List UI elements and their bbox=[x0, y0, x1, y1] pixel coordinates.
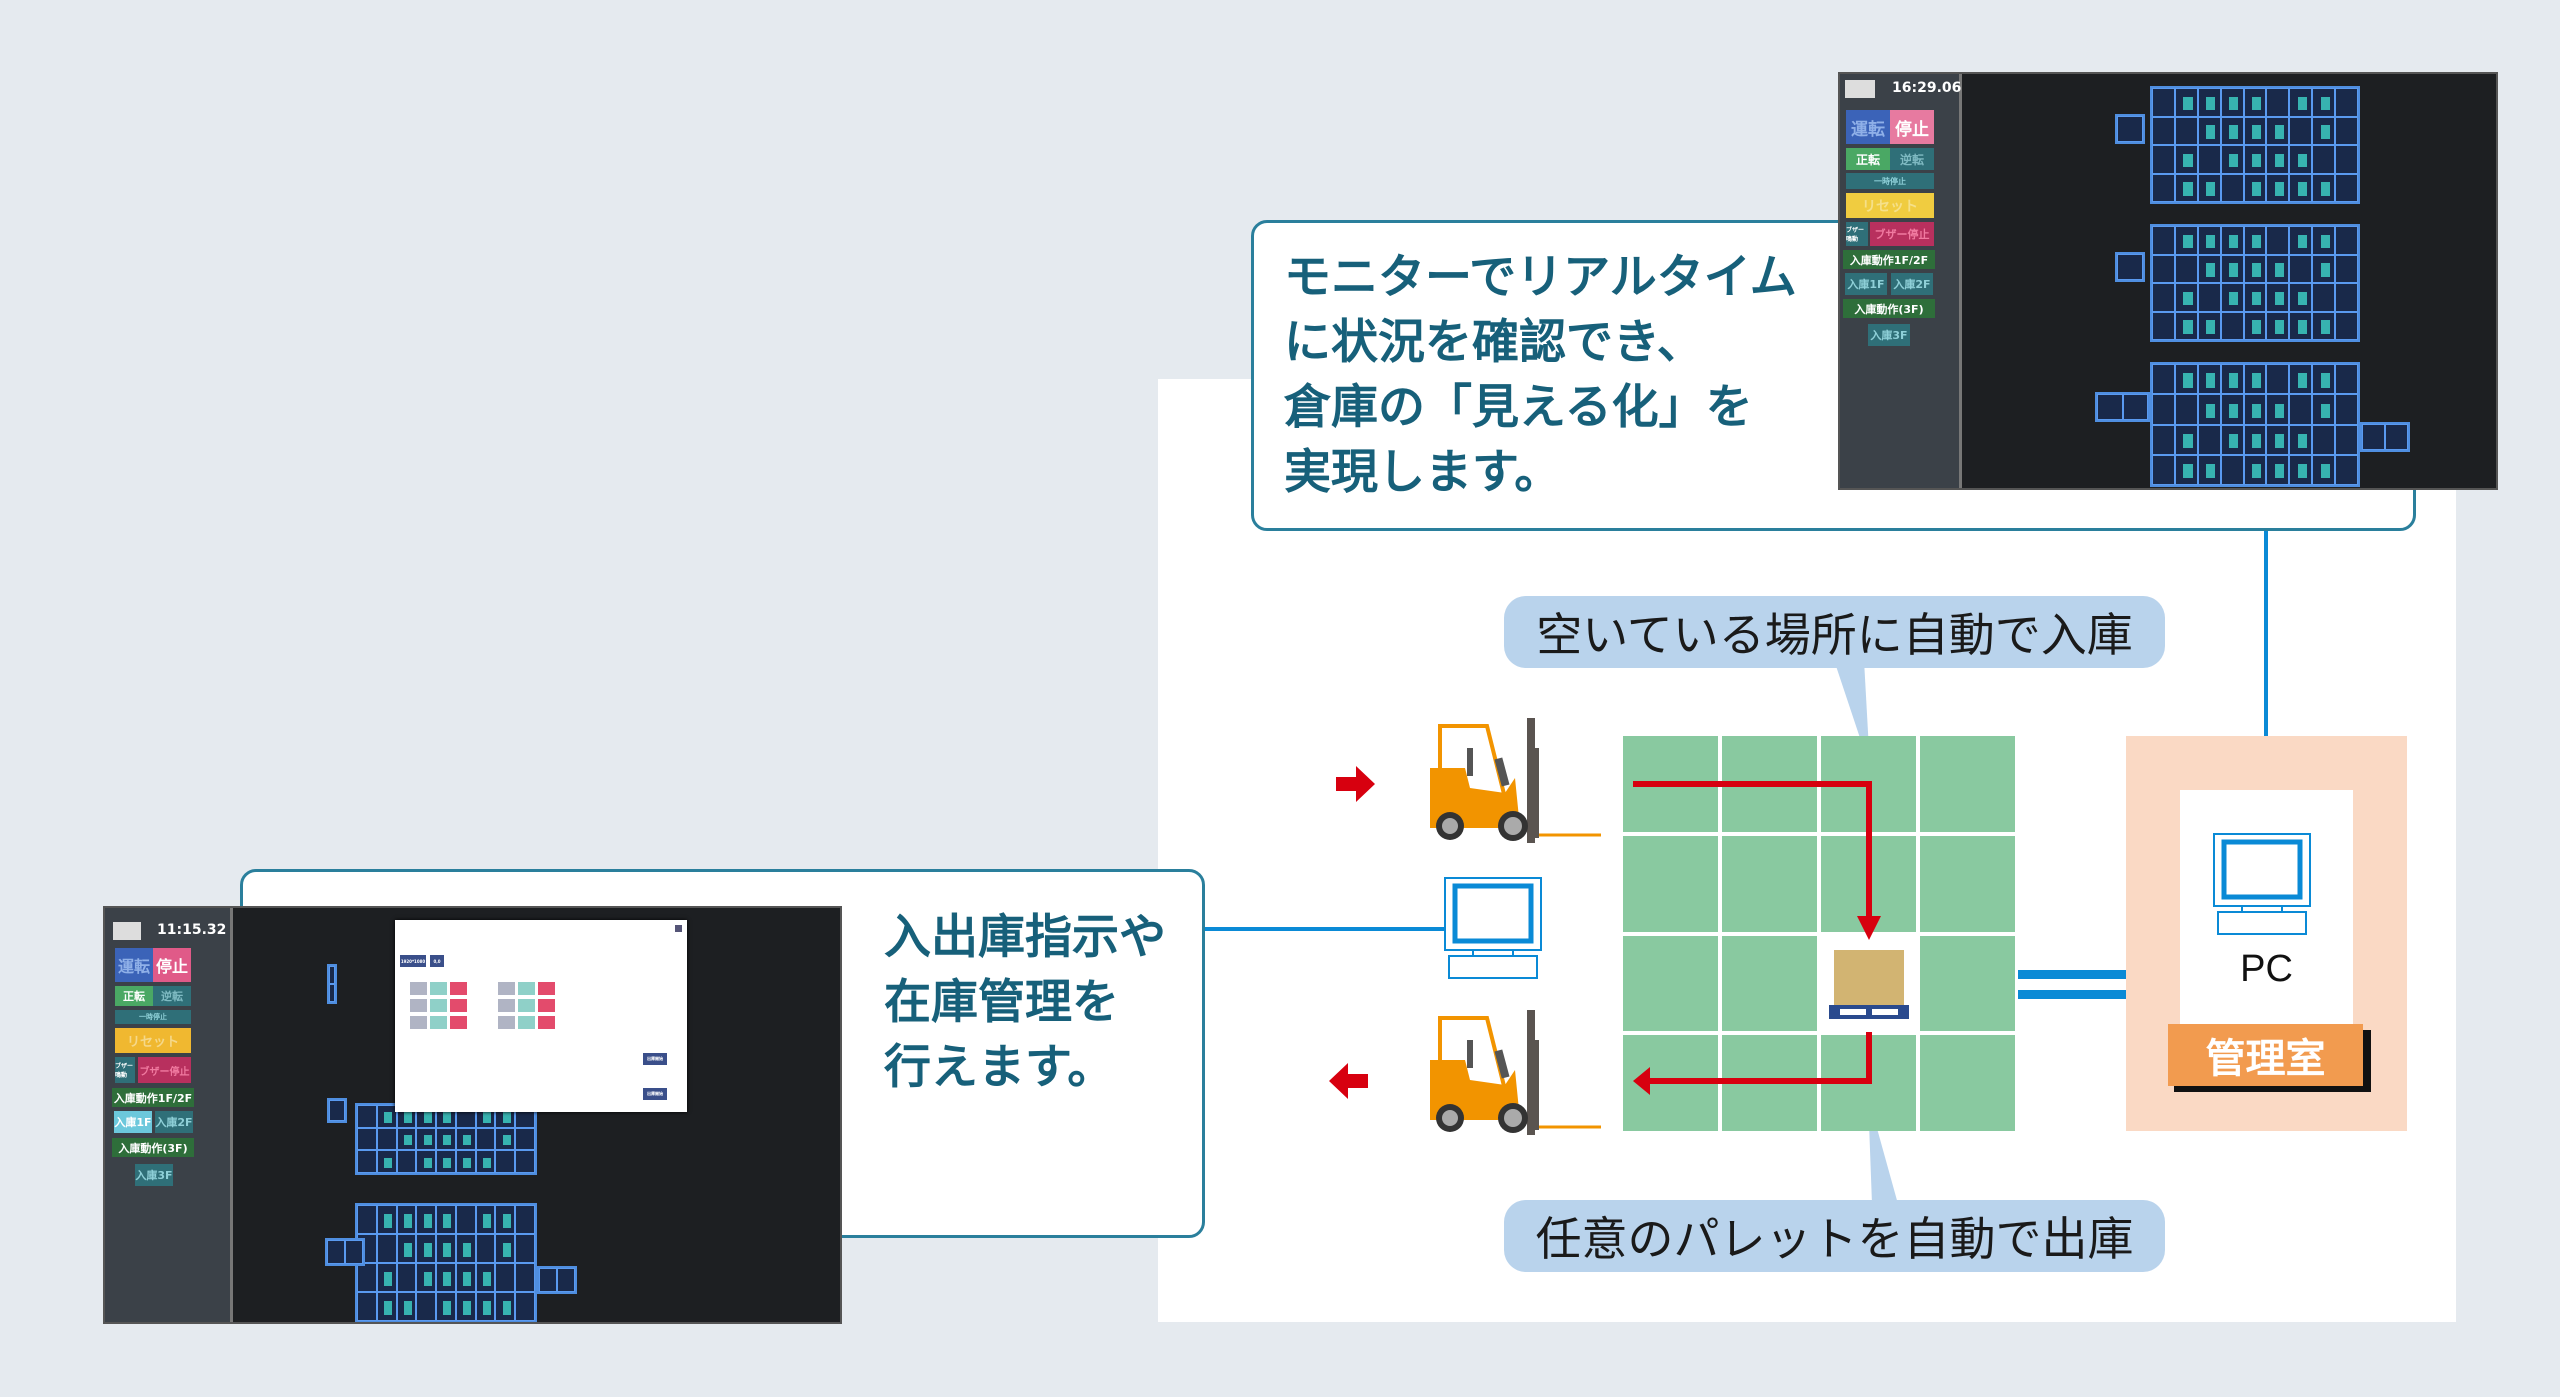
computer-icon bbox=[1444, 877, 1542, 979]
rack-block bbox=[537, 1266, 577, 1294]
dialog-control-button[interactable] bbox=[518, 999, 535, 1012]
dialog-control-button[interactable] bbox=[538, 999, 555, 1012]
callout-line: 在庫管理を bbox=[884, 975, 1119, 1030]
inbound-3f-button[interactable]: 入庫3F bbox=[135, 1164, 173, 1186]
dialog-control-button[interactable] bbox=[410, 1016, 427, 1029]
rack-block bbox=[2115, 114, 2145, 144]
rack-block bbox=[2115, 252, 2145, 282]
exit-arrow-icon bbox=[1329, 1063, 1368, 1099]
dialog-control-button[interactable] bbox=[518, 982, 535, 995]
rack-block bbox=[355, 1203, 537, 1322]
rack-block bbox=[327, 964, 337, 1004]
inbound-1f-button[interactable]: 入庫1F bbox=[114, 1111, 152, 1133]
rack-block bbox=[327, 1098, 347, 1123]
inbound-2f-button[interactable]: 入庫2F bbox=[1891, 273, 1933, 295]
settings-dialog: 1920*1080 0,0 出庫開始 出庫開始 bbox=[395, 920, 687, 1112]
buzzer-button[interactable]: ブザー鳴動 bbox=[1846, 222, 1868, 246]
dialog-control-button[interactable] bbox=[450, 999, 467, 1012]
dialog-control-button[interactable] bbox=[410, 982, 427, 995]
network-line bbox=[2018, 970, 2180, 979]
dialog-control-button[interactable] bbox=[538, 1016, 555, 1029]
connector-line-left bbox=[1205, 927, 1445, 931]
stop-button[interactable]: 停止 bbox=[1890, 110, 1934, 144]
logo bbox=[113, 922, 141, 940]
arrow-head-down bbox=[1857, 916, 1881, 940]
rack-block bbox=[325, 1238, 365, 1266]
resolution-button[interactable]: 1920*1080 bbox=[400, 955, 426, 967]
buzzer-stop-button[interactable]: ブザー停止 bbox=[1870, 222, 1934, 246]
forklift-icon bbox=[1430, 1010, 1601, 1135]
room-label: 管理室 bbox=[2168, 1024, 2363, 1086]
close-icon[interactable] bbox=[675, 925, 682, 932]
route-arrows bbox=[1329, 766, 1881, 1099]
rack-block bbox=[355, 1103, 537, 1175]
pc-label: PC bbox=[2240, 948, 2293, 990]
callout-line: 実現します。 bbox=[1284, 445, 1562, 500]
callout-line: 倉庫の「見える化」を bbox=[1284, 380, 1753, 435]
callout-line: 入出庫指示や bbox=[884, 910, 1166, 965]
dialog-control-button[interactable] bbox=[430, 1016, 447, 1029]
pause-button[interactable]: 一時停止 bbox=[1846, 173, 1934, 189]
inbound-1f-button[interactable]: 入庫1F bbox=[1845, 273, 1887, 295]
network-line bbox=[2018, 990, 2180, 999]
offset-button[interactable]: 0,0 bbox=[430, 955, 444, 967]
dialog-control-button[interactable] bbox=[518, 1016, 535, 1029]
run-button[interactable]: 運転 bbox=[115, 948, 153, 982]
monitor-screenshot-top: 16:29.06 運転 停止 正転 逆転 一時停止 リセット ブザー鳴動 ブザー… bbox=[1838, 72, 2498, 490]
dialog-control-button[interactable] bbox=[498, 999, 515, 1012]
connector-line-top bbox=[2264, 531, 2268, 791]
forklift-icon bbox=[1430, 718, 1601, 843]
clock: 11:15.32 bbox=[157, 922, 227, 938]
callout-line: 行えます。 bbox=[884, 1040, 1115, 1095]
entry-arrow-icon bbox=[1336, 766, 1375, 802]
inbound-1f2f-button[interactable]: 入庫動作1F/2F bbox=[1843, 250, 1935, 269]
callout-line: モニターでリアルタイム bbox=[1284, 250, 1797, 305]
clock: 16:29.06 bbox=[1892, 80, 1962, 96]
logo bbox=[1845, 80, 1875, 98]
rack-block bbox=[2150, 86, 2360, 204]
dialog-control-button[interactable] bbox=[430, 982, 447, 995]
inbound-2f-button[interactable]: 入庫2F bbox=[155, 1111, 193, 1133]
bubble-auto-inbound: 空いている場所に自動で入庫 bbox=[1504, 596, 2165, 668]
callout-line: に状況を確認でき、 bbox=[1284, 315, 1704, 370]
forward-button[interactable]: 正転 bbox=[1846, 148, 1890, 170]
warehouse-rack-grid bbox=[1623, 736, 2015, 1131]
buzzer-button[interactable]: ブザー鳴動 bbox=[115, 1057, 135, 1083]
reset-button[interactable]: リセット bbox=[1846, 193, 1934, 218]
rack-block bbox=[2095, 392, 2150, 422]
dialog-control-button[interactable] bbox=[498, 982, 515, 995]
inbound-3f-button[interactable]: 入庫3F bbox=[1868, 324, 1910, 346]
outbound-route bbox=[1645, 1032, 1872, 1084]
rack-block bbox=[2360, 422, 2410, 452]
dialog-control-button[interactable] bbox=[430, 999, 447, 1012]
inbound-1f2f-button[interactable]: 入庫動作1F/2F bbox=[112, 1088, 194, 1107]
forward-button[interactable]: 正転 bbox=[115, 986, 153, 1006]
arrow-head-left bbox=[1633, 1067, 1650, 1095]
bubble-auto-outbound: 任意のパレットを自動で出庫 bbox=[1504, 1200, 2165, 1272]
reset-button[interactable]: リセット bbox=[115, 1028, 191, 1053]
inbound-route bbox=[1633, 781, 1872, 922]
pallet-base bbox=[1829, 1005, 1909, 1019]
monitor-screenshot-bottom: 11:15.32 運転 停止 正転 逆転 一時停止 リセット ブザー鳴動 ブザー… bbox=[103, 906, 842, 1324]
inbound-3f-op-button[interactable]: 入庫動作(3F) bbox=[112, 1138, 194, 1157]
reverse-button[interactable]: 逆転 bbox=[153, 986, 191, 1006]
dispatch-start-button[interactable]: 出庫開始 bbox=[643, 1053, 667, 1065]
pause-button[interactable]: 一時停止 bbox=[115, 1010, 191, 1024]
dialog-control-button[interactable] bbox=[450, 982, 467, 995]
dialog-control-button[interactable] bbox=[410, 999, 427, 1012]
inbound-3f-op-button[interactable]: 入庫動作(3F) bbox=[1843, 299, 1935, 318]
dialog-control-button[interactable] bbox=[538, 982, 555, 995]
run-button[interactable]: 運転 bbox=[1846, 110, 1890, 144]
dispatch-start-button[interactable]: 出庫開始 bbox=[643, 1088, 667, 1100]
dialog-control-button[interactable] bbox=[498, 1016, 515, 1029]
dialog-control-button[interactable] bbox=[450, 1016, 467, 1029]
computer-icon bbox=[2213, 833, 2311, 935]
stop-button[interactable]: 停止 bbox=[153, 948, 191, 982]
rack-block bbox=[2150, 224, 2360, 342]
buzzer-stop-button[interactable]: ブザー停止 bbox=[138, 1057, 191, 1083]
pallet-box bbox=[1834, 950, 1904, 1005]
rack-block bbox=[2150, 362, 2360, 487]
reverse-button[interactable]: 逆転 bbox=[1890, 148, 1934, 170]
